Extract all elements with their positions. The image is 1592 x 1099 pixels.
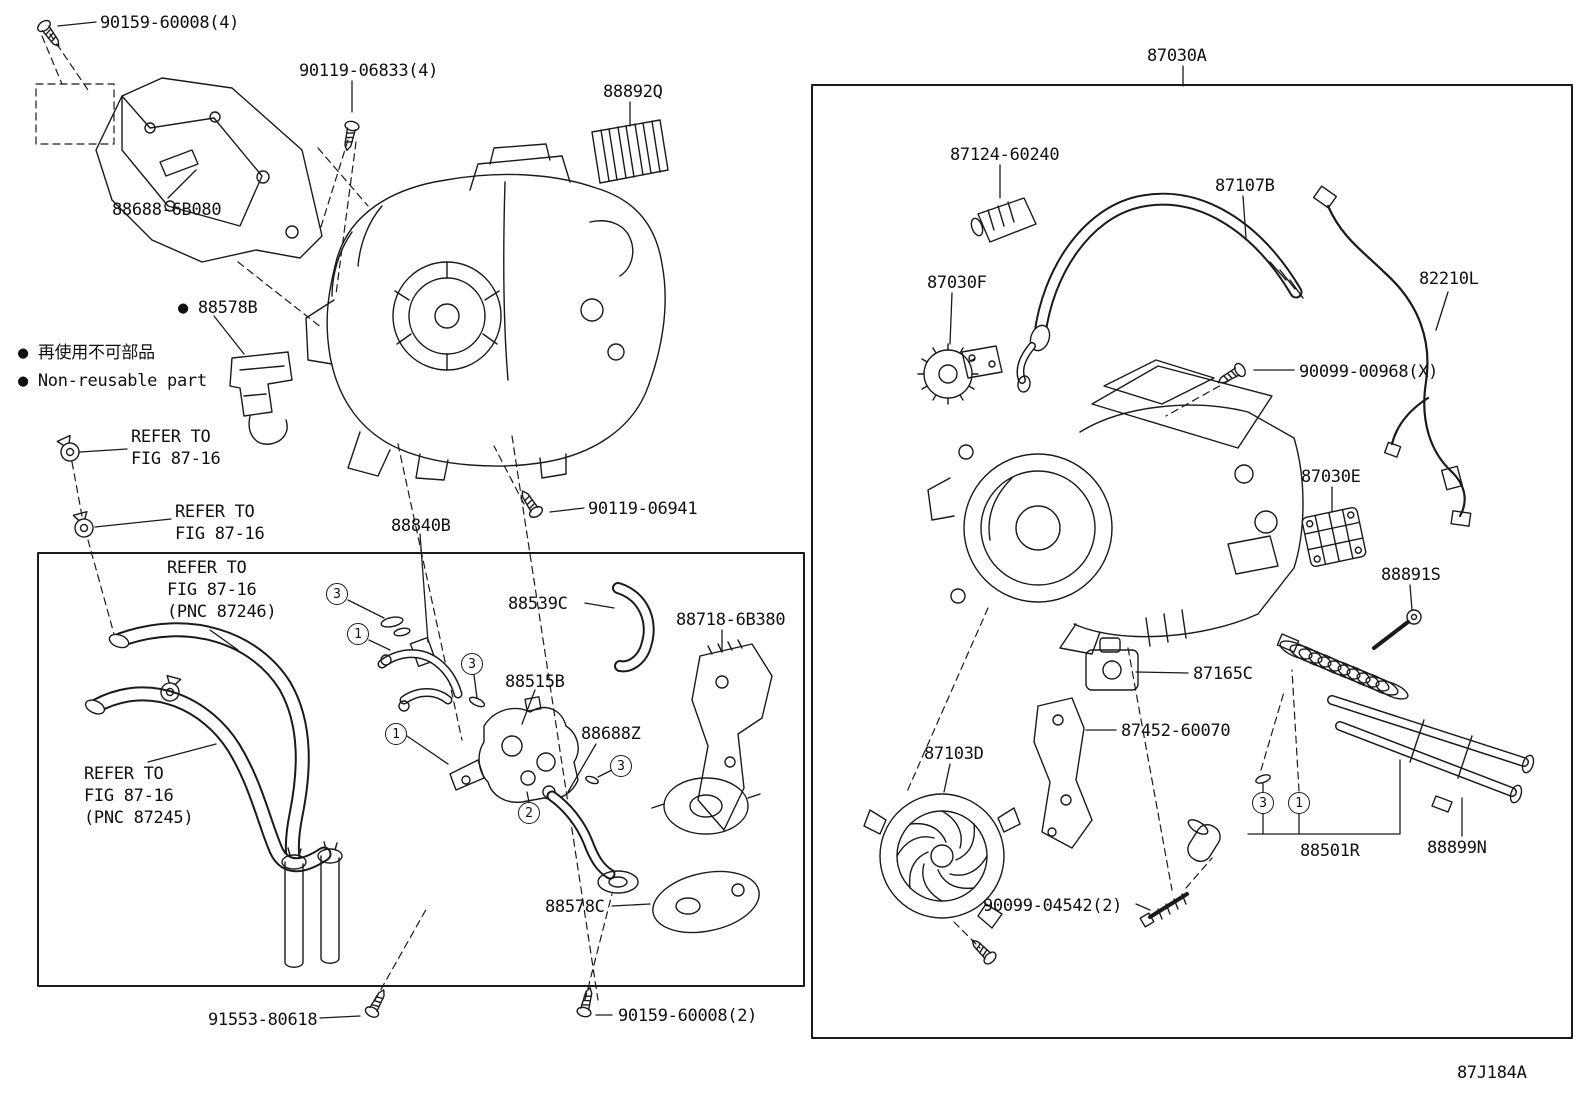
part-label-88718-6b380: 88718-6B380: [676, 610, 786, 630]
callout-marker: 3: [461, 653, 483, 675]
water-pipes-88840b-art: [377, 616, 639, 894]
part-label-87030a: 87030A: [1147, 46, 1207, 66]
part-label-87165c: 87165C: [1193, 664, 1253, 684]
screw-90119-06941-icon: [515, 486, 546, 521]
part-label-87124-60240: 87124-60240: [950, 145, 1060, 165]
part-label-88515b: 88515B: [505, 672, 565, 692]
note-refer-fig-87-16-a: REFER TO FIG 87-16: [131, 427, 221, 469]
part-label-87452-60070: 87452-60070: [1121, 721, 1231, 741]
hose-clamp-icon: [70, 510, 96, 540]
bolt-90099-04542-art: [1139, 892, 1189, 928]
part-88578b-art: [229, 351, 293, 445]
grille-88892q-art: [591, 119, 669, 184]
part-label-88840b: 88840B: [391, 516, 451, 536]
part-label-88688-6b080: 88688-6B080: [112, 200, 222, 220]
servo-87030e-art: [1301, 506, 1367, 568]
part-label-90119-06833-4: 90119-06833(4): [299, 61, 439, 81]
screw-91553-80618-icon: [363, 985, 391, 1020]
bracket-88718-6b380-art: [651, 639, 773, 835]
leader-lines: [57, 21, 1463, 1019]
part-label-87030e: 87030E: [1301, 467, 1361, 487]
part-label-88891s: 88891S: [1381, 565, 1441, 585]
note-refer-fig-87-16-pnc-87246: REFER TO FIG 87-16 (PNC 87246): [167, 558, 277, 622]
figure-code: 87J184A: [1457, 1063, 1527, 1083]
part-label-90099-04542-2: 90099-04542(2): [983, 896, 1123, 916]
callout-marker: 1: [347, 623, 369, 645]
screw-blower-icon: [966, 934, 999, 967]
part-label-82210l: 82210L: [1419, 269, 1479, 289]
part-label-90099-00968-x: 90099-00968(X): [1299, 362, 1439, 382]
part-label-88578c: 88578C: [545, 897, 605, 917]
hose-88539c-art: [612, 582, 655, 673]
part-label-91553-80618: 91553-80618: [208, 1010, 318, 1030]
servo-87030f-art: [917, 343, 1003, 405]
screw-90159-60008-2-icon: [575, 985, 598, 1019]
callout-marker: 1: [385, 723, 407, 745]
part-label-87107b: 87107B: [1215, 176, 1275, 196]
screw-90119-06833-icon: [339, 119, 361, 153]
right-assembly-box: [811, 84, 1573, 1039]
harness-82210l-art: [1312, 185, 1472, 527]
servo-87165c-art: [1085, 637, 1139, 691]
blower-87103d-art: [863, 793, 1021, 929]
part-label-90159-60008-2: 90159-60008(2): [618, 1006, 758, 1026]
part-label-90159-60008-4: 90159-60008(4): [100, 13, 240, 33]
part-label-88688z: 88688Z: [581, 724, 641, 744]
hose-clamp-icon: [54, 433, 83, 465]
part-label-88578b: ● 88578B: [178, 298, 258, 318]
part-label-88899n: 88899N: [1427, 838, 1487, 858]
heater-core-88501r-art: [1187, 633, 1535, 863]
sensor-88891s-art: [1372, 609, 1422, 650]
note-refer-fig-87-16-b: REFER TO FIG 87-16: [175, 502, 265, 544]
part-label-87030f: 87030F: [927, 273, 987, 293]
part-label-87103d: 87103D: [924, 744, 984, 764]
drain-hose-87107b-art: [1016, 192, 1304, 393]
bracket-88688-6b080-art: [95, 77, 323, 263]
grommet-88578c-art: [652, 870, 760, 934]
note-refer-fig-87-16-pnc-87245: REFER TO FIG 87-16 (PNC 87245): [84, 764, 194, 828]
callout-marker: 3: [610, 755, 632, 777]
part-label-88501r: 88501R: [1300, 841, 1360, 861]
legend-non-reusable-jp: ● 再使用不可部品: [18, 343, 155, 363]
part-label-88539c: 88539C: [508, 594, 568, 614]
front-hvac-unit-art: [305, 143, 666, 481]
bracket-87452-60070-art: [1033, 697, 1093, 849]
callout-marker: 1: [1288, 792, 1310, 814]
legend-non-reusable-en: ● Non-reusable part: [18, 371, 207, 391]
part-label-88892q: 88892Q: [603, 82, 663, 102]
bracket-87124-60240-art: [970, 197, 1037, 243]
callout-marker: 3: [326, 583, 348, 605]
callout-marker: 3: [1252, 792, 1274, 814]
part-label-90119-06941: 90119-06941: [588, 499, 698, 519]
rear-hvac-unit-art: [927, 359, 1304, 655]
callout-marker: 2: [518, 802, 540, 824]
construction-lines: [35, 33, 1300, 1001]
